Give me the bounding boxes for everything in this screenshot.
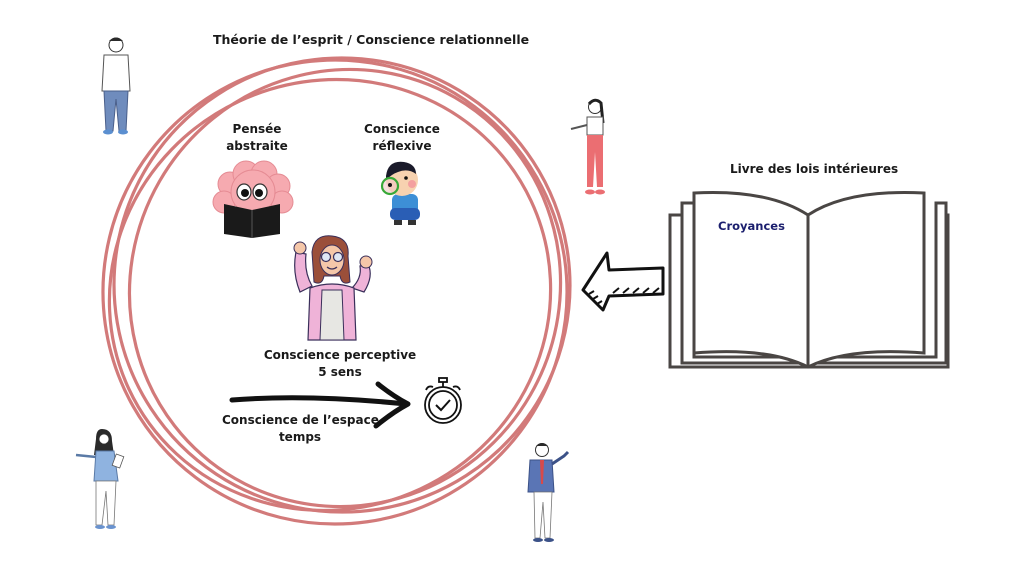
stopwatch-icon xyxy=(424,377,462,424)
abstract-thought-line2: abstraite xyxy=(226,139,288,153)
open-book-icon xyxy=(668,191,950,369)
perceptive-label: Conscience perceptive 5 sens xyxy=(255,347,425,381)
reflexive-line2: réflexive xyxy=(372,139,432,153)
spacetime-label: Conscience de l’espace temps xyxy=(222,412,379,446)
diagram-title: Théorie de l’esprit / Conscience relatio… xyxy=(213,32,530,47)
abstract-thought-label: Pensée abstraite xyxy=(222,121,292,155)
reflexive-label: Conscience réflexive xyxy=(360,121,444,155)
croyances-text: Croyances xyxy=(718,219,785,233)
boy-magnifying-glass-icon xyxy=(380,161,420,225)
man-standing-icon xyxy=(101,37,131,135)
spacetime-line2: temps xyxy=(278,430,322,444)
reflexive-line1: Conscience xyxy=(364,122,440,136)
woman-pink-pants-icon xyxy=(570,98,605,195)
perceptive-line2: 5 sens xyxy=(318,365,362,379)
spacetime-line1: Conscience de l’espace xyxy=(222,413,379,427)
circle-ring-4 xyxy=(127,67,563,509)
woman-clipboard-icon xyxy=(75,429,125,529)
abstract-thought-line1: Pensée xyxy=(232,122,282,136)
book-title: Livre des lois intérieures xyxy=(730,162,899,176)
brush-arrow-right-icon xyxy=(229,381,411,429)
man-suit-presenting-icon xyxy=(527,443,570,542)
sketch-arrow-left-icon xyxy=(581,251,665,312)
cheering-woman-icon xyxy=(293,235,373,341)
perceptive-line1: Conscience perceptive xyxy=(263,348,417,362)
brain-reading-book-icon xyxy=(212,160,294,238)
